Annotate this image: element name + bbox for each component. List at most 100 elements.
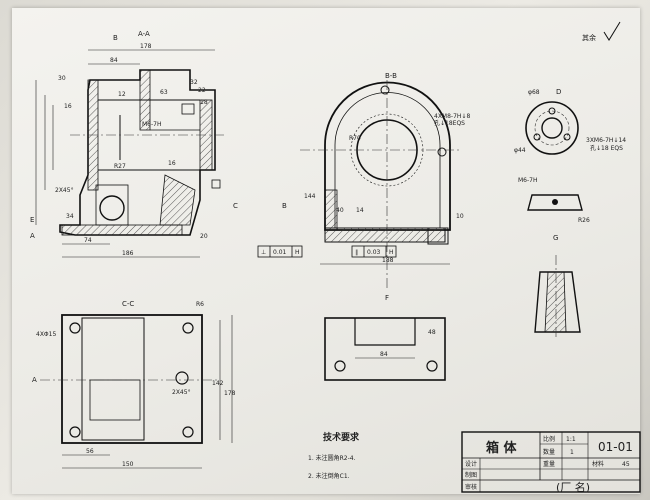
title-factory: (厂 名) bbox=[556, 480, 590, 494]
plan-hole-bl bbox=[69, 426, 81, 438]
title-material-value: 45 bbox=[622, 461, 630, 468]
housing-outline-side bbox=[324, 81, 451, 231]
roughness-note: 其余 bbox=[582, 21, 621, 42]
view-e-boss: M6-7H R26 G bbox=[518, 177, 590, 242]
label-m6: M6-7H bbox=[142, 121, 162, 128]
flange-pitch-circle bbox=[534, 110, 570, 146]
top-view-hole-right bbox=[426, 360, 438, 372]
dim-32: 32 bbox=[190, 79, 198, 86]
plan-hole-tr bbox=[182, 322, 194, 334]
title-part-name: 箱 体 bbox=[486, 440, 518, 456]
dim-30: 30 bbox=[58, 75, 66, 82]
label-m67h: M6-7H bbox=[518, 177, 538, 184]
top-view-hole-left bbox=[334, 360, 346, 372]
housing-inner-side bbox=[334, 92, 441, 228]
svg-text:⊥: ⊥ bbox=[261, 249, 266, 256]
label-holes1: 4XM8-7H↓8 bbox=[434, 113, 470, 120]
flange-hole-1 bbox=[548, 107, 556, 115]
hole-top-side bbox=[380, 85, 390, 95]
title-scale-label: 比例 bbox=[543, 435, 555, 443]
label-view-b: B-B bbox=[385, 72, 397, 80]
view-d-flange: D φ68 φ44 3XM6-7H↓14 孔↓18 EQS bbox=[514, 88, 626, 155]
tol1-ref: H bbox=[295, 249, 300, 256]
label-roughness: 其余 bbox=[582, 33, 596, 42]
dim-18: 18 bbox=[200, 99, 208, 106]
dim-144: 144 bbox=[304, 193, 316, 200]
label-chamfer-1: 2X45° bbox=[55, 187, 74, 194]
label-holes1b: 孔↓18EQS bbox=[434, 119, 465, 127]
tapped-hole-top bbox=[181, 103, 195, 115]
roughness-symbol bbox=[603, 21, 621, 41]
dim-63: 63 bbox=[160, 89, 168, 96]
arrow-label-c-right: C bbox=[233, 202, 238, 210]
lower-boss bbox=[95, 184, 129, 226]
dim-178b: 178 bbox=[224, 390, 236, 397]
title-block: 箱 体 比例 1:1 数量 1 重量 材料 45 01-01 设计 制图 审核 … bbox=[461, 431, 641, 494]
title-qty-label: 数量 bbox=[543, 448, 555, 456]
title-reviewer-label: 审核 bbox=[465, 483, 477, 491]
label-r27: R27 bbox=[114, 163, 126, 170]
dim-188: 188 bbox=[382, 257, 394, 264]
view-c-section: C-C 4XΦ15 R6 2X45° 150 56 142 178 A bbox=[32, 300, 236, 469]
tech-requirements: 技术要求 1. 未注圆角R2-4. 2. 未注倒角C1. bbox=[308, 431, 360, 480]
view-a-section: A-A B 178 84 186 74 34 16 12 32 bbox=[30, 30, 238, 258]
top-view-outline bbox=[324, 317, 446, 381]
hatch-foot-side bbox=[324, 189, 338, 231]
dim-178: 178 bbox=[140, 43, 152, 50]
label-r6: R6 bbox=[196, 301, 204, 308]
label-phi44: φ44 bbox=[514, 147, 526, 154]
dim-84: 84 bbox=[110, 57, 118, 64]
flange-hole-2 bbox=[533, 133, 541, 141]
label-holes3: 4XΦ15 bbox=[36, 331, 56, 338]
title-drawing-no: 01-01 bbox=[598, 440, 633, 454]
tech-req-item-1: 1. 未注圆角R2-4. bbox=[308, 454, 356, 462]
dim-40: 40 bbox=[336, 207, 344, 214]
label-view-a: A-A bbox=[138, 30, 150, 38]
dim-48: 48 bbox=[428, 329, 436, 336]
arrow-label-a-plan: A bbox=[32, 376, 37, 384]
arrow-label-a-left: A bbox=[30, 232, 35, 240]
label-chamfer-2: 2X45° bbox=[172, 389, 191, 396]
dim-14: 14 bbox=[356, 207, 364, 214]
dim-84b: 84 bbox=[380, 351, 388, 358]
label-holes2: 3XM6-7H↓14 bbox=[586, 137, 626, 144]
hatch-base bbox=[61, 224, 183, 236]
dim-16: 16 bbox=[64, 103, 72, 110]
lower-bore-circle bbox=[99, 195, 125, 221]
boss-tapped-hole bbox=[552, 199, 558, 205]
dim-20: 20 bbox=[200, 233, 208, 240]
plan-outline bbox=[61, 314, 203, 444]
view-b-section: B-B R70 4XM8-7H↓8 孔↓18EQS 188 144 40 14 … bbox=[257, 72, 470, 290]
flange-bore bbox=[541, 117, 563, 139]
drawing-sheet bbox=[12, 8, 640, 494]
view-f-top: F 84 48 bbox=[324, 294, 446, 381]
plan-hole-tl bbox=[69, 322, 81, 334]
title-qty-value: 1 bbox=[570, 449, 574, 456]
arrow-label-e-left: E bbox=[30, 216, 34, 224]
plan-boss-hole bbox=[175, 371, 189, 385]
hole-right-side bbox=[437, 147, 447, 157]
dim-16b: 16 bbox=[168, 160, 176, 167]
tech-req-title: 技术要求 bbox=[323, 431, 360, 443]
dim-74: 74 bbox=[84, 237, 92, 244]
tol1-value: 0.01 bbox=[273, 249, 287, 256]
dim-34: 34 bbox=[66, 213, 74, 220]
boss-outline bbox=[527, 194, 583, 211]
foot-notch-side bbox=[427, 227, 449, 245]
flange-hole-3 bbox=[563, 133, 571, 141]
housing-outline-front bbox=[59, 69, 216, 236]
title-scale-value: 1:1 bbox=[566, 436, 576, 443]
label-r26: R26 bbox=[578, 217, 590, 224]
hatch-rib bbox=[159, 174, 196, 226]
dim-10: 10 bbox=[456, 213, 464, 220]
dim-150: 150 bbox=[122, 461, 134, 468]
tapped-hole-side bbox=[211, 179, 221, 189]
arrow-label-b-top: B bbox=[113, 34, 118, 42]
tol2-value: 0.03 bbox=[367, 249, 381, 256]
view-g-rib bbox=[534, 255, 581, 340]
title-drawer-label: 制图 bbox=[465, 471, 477, 479]
dim-12: 12 bbox=[118, 91, 126, 98]
label-view-c: C-C bbox=[122, 300, 134, 308]
arrow-label-b-side: B bbox=[282, 202, 287, 210]
